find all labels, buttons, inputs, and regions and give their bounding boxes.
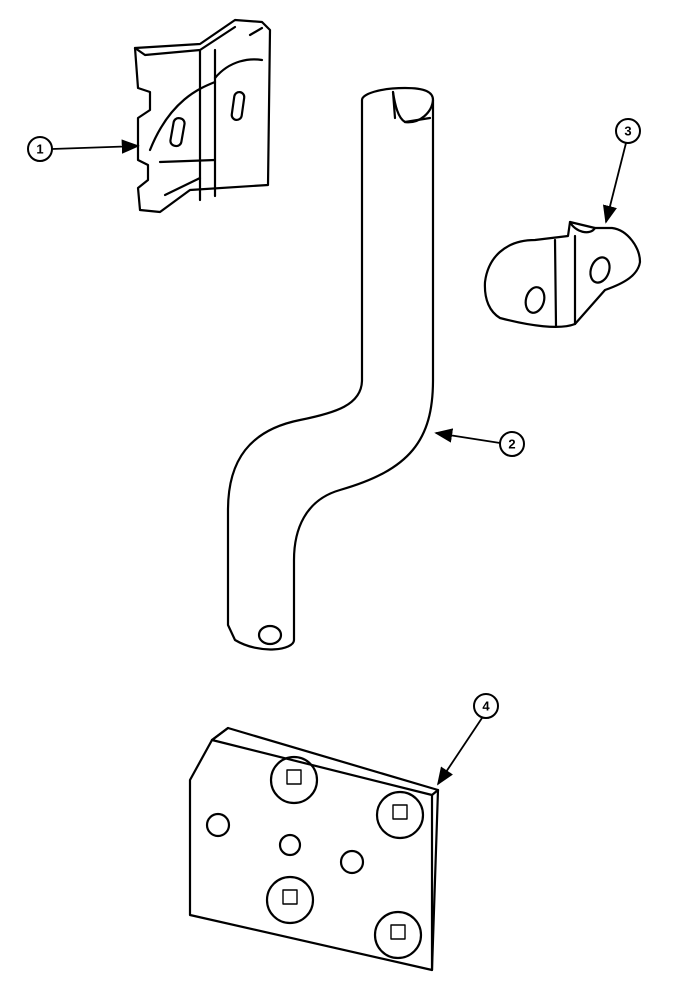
callout-4-label: 4 [482,699,490,714]
part-bracket [133,18,272,214]
callout-3: 3 [602,118,641,224]
callout-2: 2 [434,428,525,457]
callout-1-label: 1 [36,142,43,157]
callout-4: 4 [437,693,499,786]
callout-2-label: 2 [508,437,515,452]
part-plate [188,726,440,972]
callout-1: 1 [27,136,140,162]
part-clamp [483,220,642,328]
part-shaft [226,86,435,651]
callout-3-label: 3 [624,124,631,139]
